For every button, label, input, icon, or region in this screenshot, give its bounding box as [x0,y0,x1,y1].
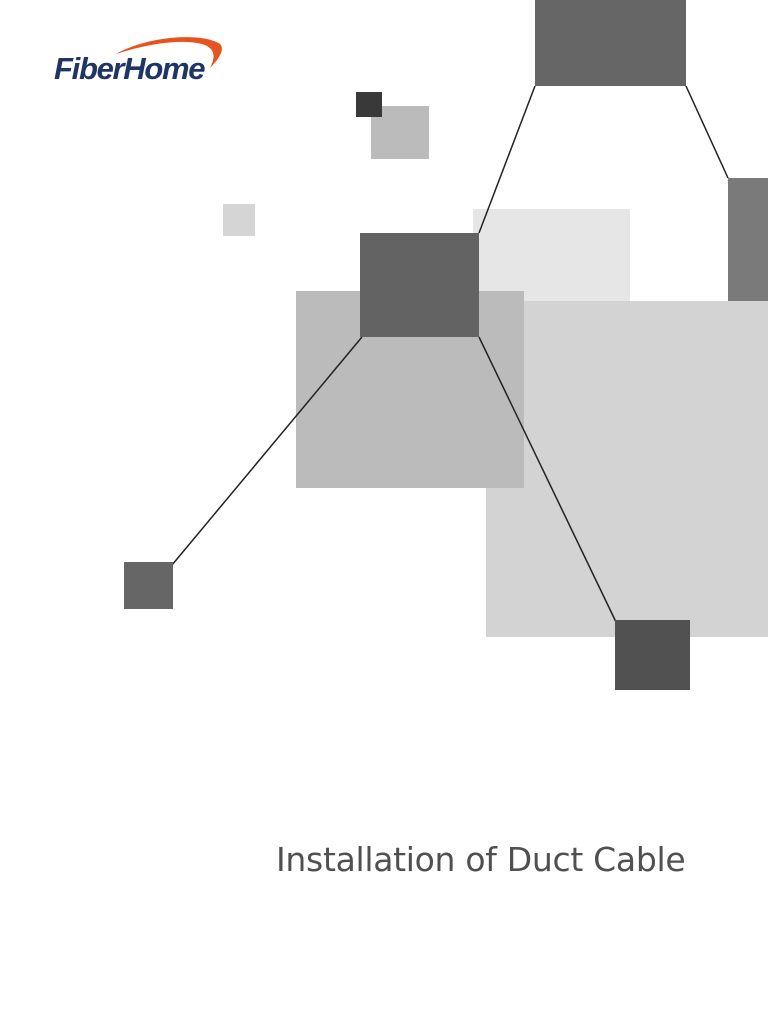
line-top-right [685,85,729,179]
tiny-square-dark [356,92,382,117]
node-center [360,233,479,337]
node-top [535,0,686,86]
logo-swoosh-icon [116,37,222,68]
bg-square-large-pale [486,301,768,637]
bg-square-faint [473,209,630,301]
node-right-edge [728,178,768,301]
logo-wordmark: FiberHome [54,51,206,86]
node-bottom [615,620,690,690]
fiberhome-logo: FiberHome [52,34,228,94]
node-left [124,562,173,609]
document-title: Installation of Duct Cable [276,840,686,879]
small-square-pale [223,204,255,236]
